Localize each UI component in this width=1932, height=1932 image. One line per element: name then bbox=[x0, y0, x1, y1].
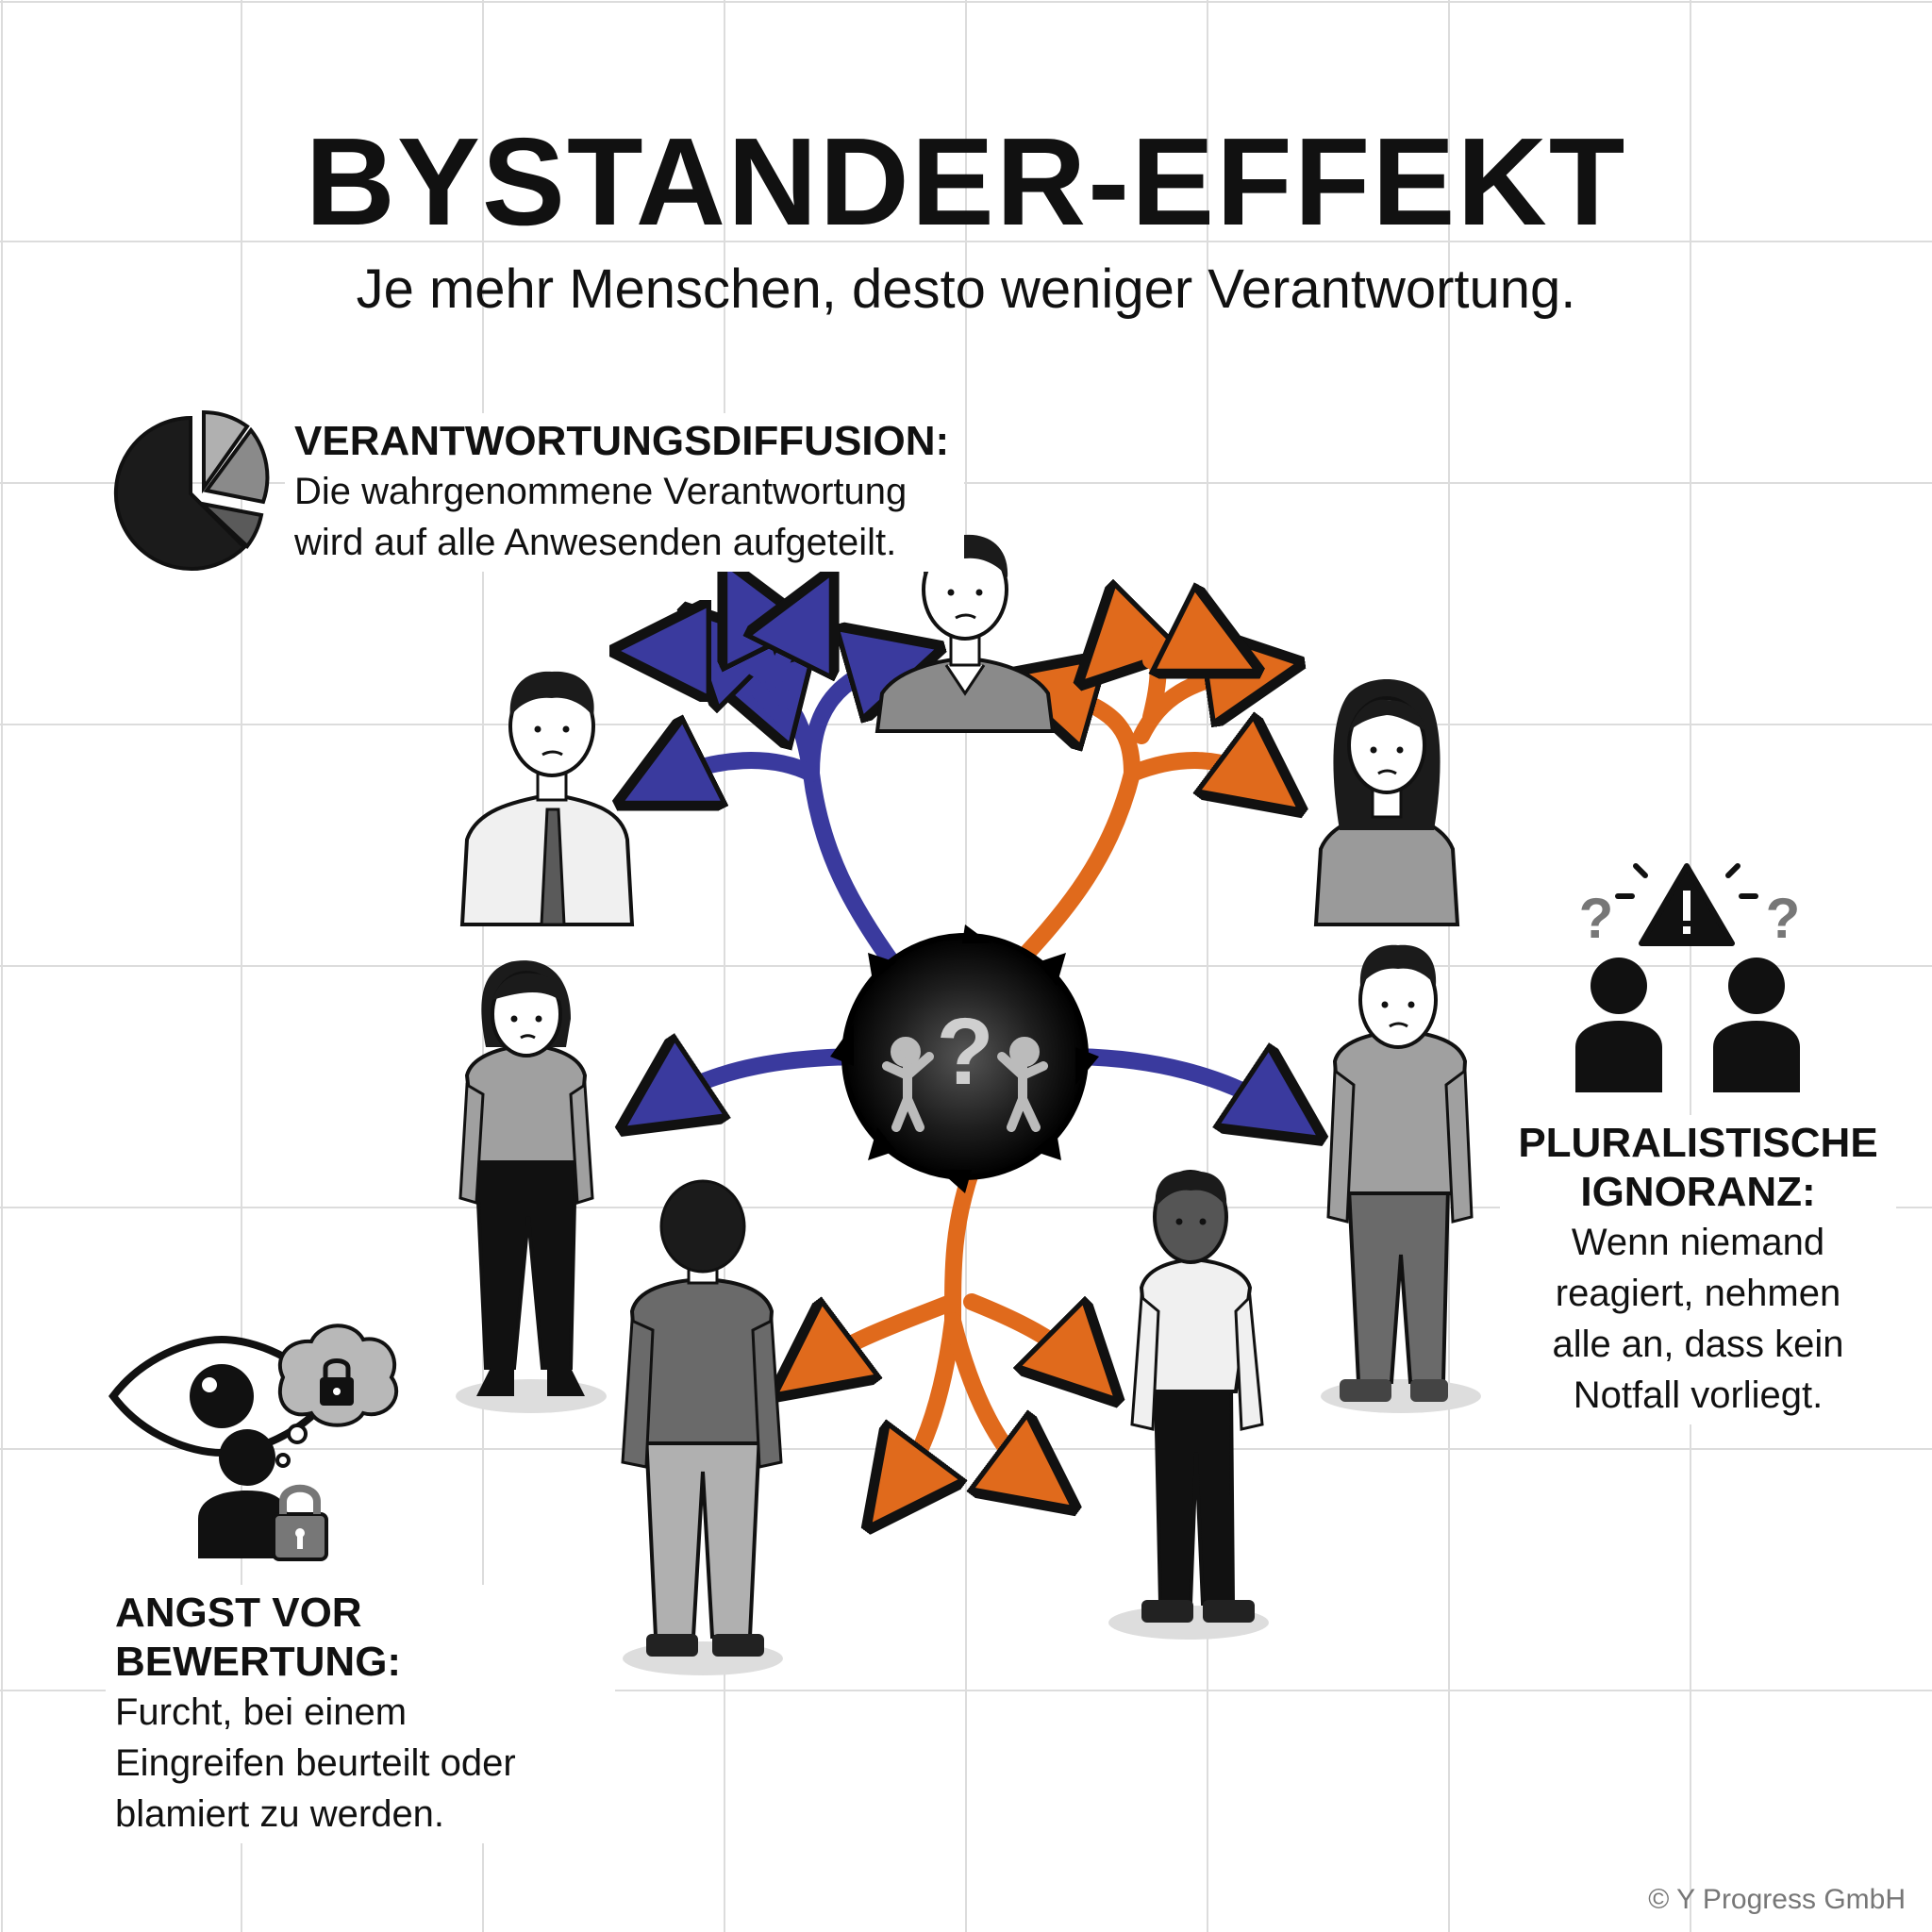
warning-people-icon: ? ? bbox=[1575, 863, 1801, 1092]
concept-ignoranz-line-2: reagiert, nehmen bbox=[1555, 1273, 1841, 1314]
bystander-middle-right bbox=[1321, 944, 1481, 1413]
orange-arrows-bottom bbox=[811, 1161, 1085, 1491]
concept-ignoranz-line-1: Wenn niemand bbox=[1571, 1222, 1825, 1263]
concept-ignoranz-heading-2: IGNORANZ: bbox=[1580, 1169, 1816, 1215]
page-subtitle: Je mehr Menschen, desto weniger Verantwo… bbox=[356, 258, 1576, 320]
concept-angst: ANGST VOR BEWERTUNG: Furcht, bei einem E… bbox=[106, 1585, 615, 1843]
svg-text:?: ? bbox=[1579, 887, 1614, 950]
bystander-bottom-left bbox=[621, 1179, 783, 1675]
page-title: BYSTANDER-EFFEKT bbox=[305, 112, 1627, 251]
concept-diffusion-line-2: wird auf alle Anwesenden aufgeteilt. bbox=[294, 522, 897, 563]
concept-diffusion-line-1: Die wahrgenommene Verantwortung bbox=[294, 471, 908, 512]
pie-chart-icon bbox=[113, 409, 270, 571]
emergency-vortex-icon bbox=[830, 924, 1099, 1193]
concept-ignoranz: PLURALISTISCHE IGNORANZ: Wenn niemand re… bbox=[1500, 1115, 1896, 1424]
blue-arrows-upper-left bbox=[660, 604, 906, 990]
copyright-notice: © Y Progress GmbH bbox=[1648, 1884, 1906, 1915]
concept-angst-heading-1: ANGST VOR bbox=[115, 1590, 362, 1636]
concept-angst-heading-2: BEWERTUNG: bbox=[115, 1639, 402, 1685]
concept-angst-line-2: Eingreifen beurteilt oder bbox=[115, 1742, 516, 1784]
eye-lock-person-icon bbox=[108, 1324, 399, 1561]
concept-ignoranz-heading-1: PLURALISTISCHE bbox=[1518, 1120, 1878, 1166]
concept-angst-line-1: Furcht, bei einem bbox=[115, 1691, 408, 1733]
concept-angst-line-3: blamiert zu werden. bbox=[115, 1793, 445, 1835]
bystander-middle-left bbox=[456, 960, 607, 1413]
concept-ignoranz-line-4: Notfall vorliegt. bbox=[1573, 1374, 1824, 1416]
svg-text:?: ? bbox=[1766, 887, 1801, 950]
concept-diffusion: VERANTWORTUNGSDIFFUSION: Die wahrgenomme… bbox=[285, 413, 964, 572]
concept-diffusion-heading: VERANTWORTUNGSDIFFUSION: bbox=[294, 418, 950, 464]
bystander-upper-right bbox=[1313, 679, 1460, 926]
concept-ignoranz-line-3: alle an, dass kein bbox=[1552, 1324, 1844, 1365]
center-question-mark: ? bbox=[936, 999, 994, 1105]
bystander-bottom-right bbox=[1108, 1170, 1269, 1640]
bystander-upper-left bbox=[459, 671, 635, 926]
